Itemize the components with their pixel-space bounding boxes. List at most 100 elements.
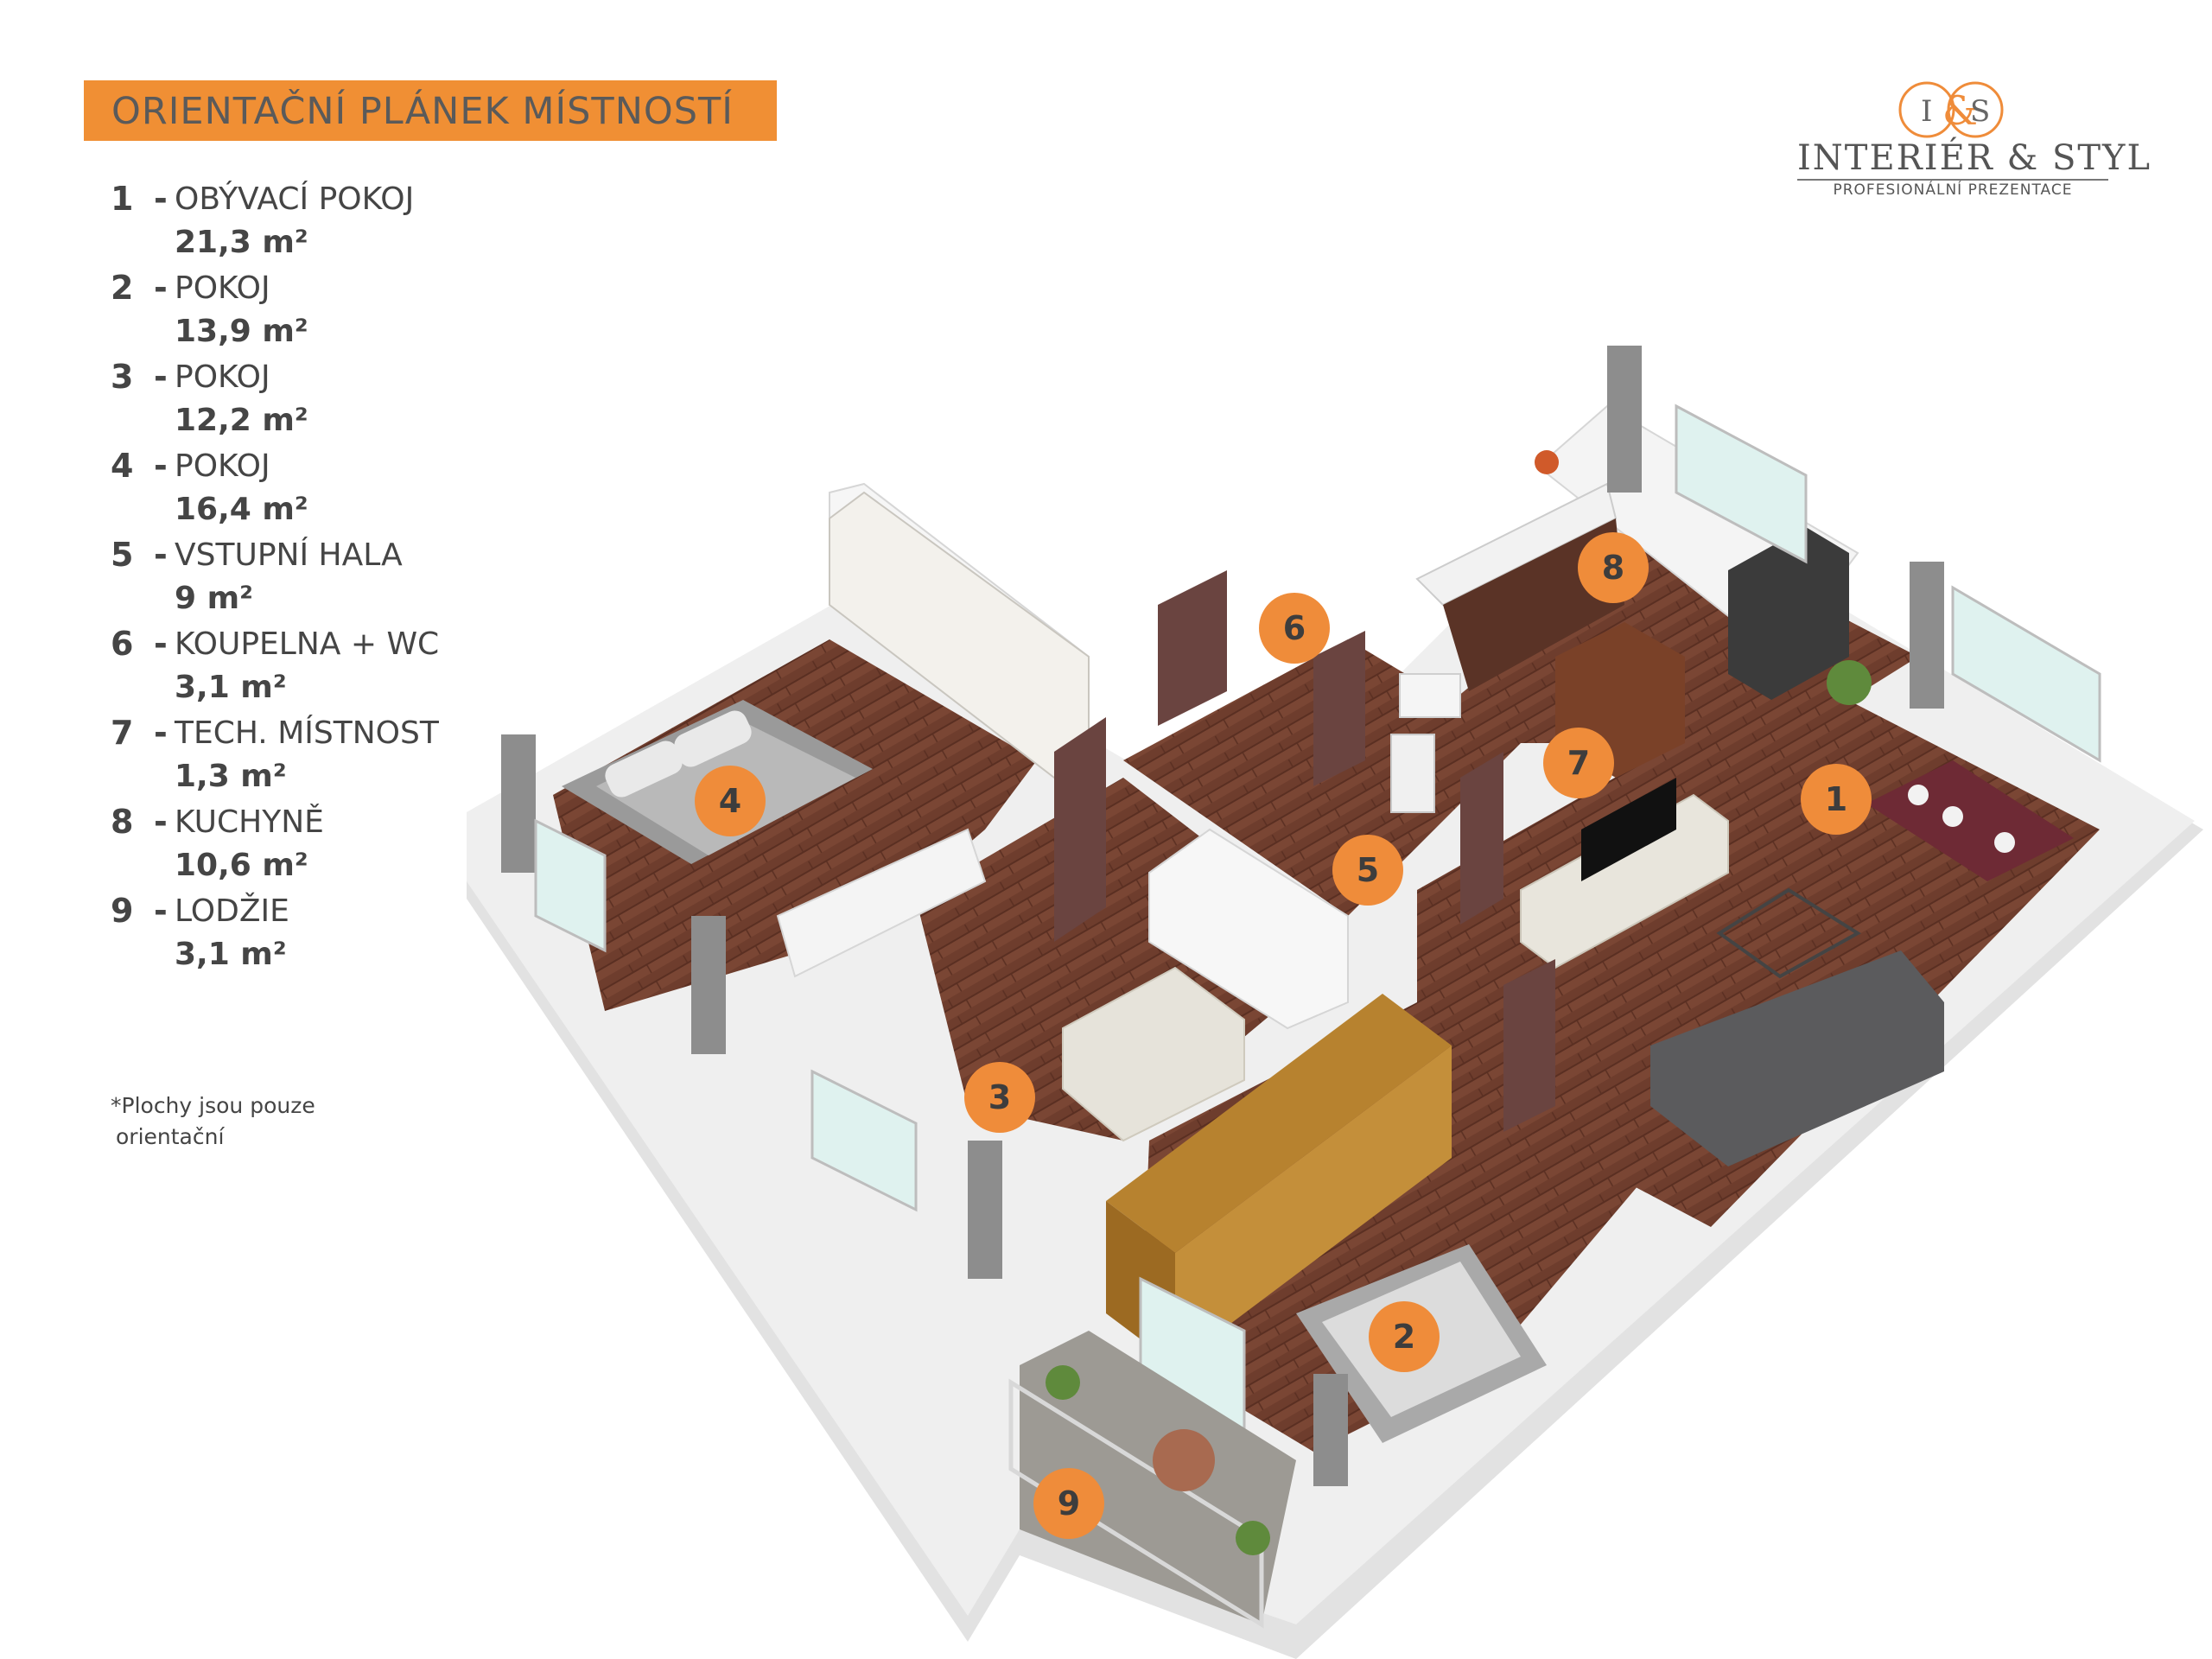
white-cabinet — [1148, 828, 1349, 1030]
logo-letter-s: S — [1970, 94, 1990, 129]
logo-ampersand: & — [1942, 87, 1978, 134]
legend-room-area: 3,1 m² — [175, 937, 287, 972]
title-banner: ORIENTAČNÍ PLÁNEK MÍSTNOSTÍ — [84, 80, 777, 141]
legend-dash: - — [154, 625, 168, 663]
legend-room-name: KUCHYNĚ — [175, 804, 324, 840]
plant — [1827, 660, 1872, 705]
plant — [1046, 1365, 1080, 1400]
legend-room-name: POKOJ — [175, 270, 270, 306]
legend-room-name: KOUPELNA + WC — [175, 626, 440, 662]
legend-dash: - — [154, 714, 168, 752]
legend-item: 4 - POKOJ 16,4 m² — [111, 447, 482, 536]
legend-dash: - — [154, 803, 168, 841]
room-marker-8: 8 — [1578, 532, 1649, 603]
legend-room-name: TECH. MÍSTNOST — [175, 715, 439, 751]
room-marker-2: 2 — [1369, 1301, 1440, 1372]
room-marker-4: 4 — [695, 766, 766, 836]
coffee-table — [1716, 887, 1861, 979]
window — [1675, 404, 1808, 564]
logo-monogram-icon: I & S — [1898, 81, 2004, 138]
page-title: ORIENTAČNÍ PLÁNEK MÍSTNOSTÍ — [111, 90, 734, 133]
legend-number: 3 — [111, 358, 134, 396]
plate — [1994, 832, 2015, 853]
pillow — [674, 710, 752, 767]
door — [1460, 752, 1503, 925]
legend-item: 1 - OBÝVACÍ POKOJ 21,3 m² — [111, 180, 482, 269]
area-footnote: *Plochy jsou pouze orientační — [111, 1090, 315, 1153]
tv-unit — [1520, 793, 1729, 969]
legend-number: 9 — [111, 892, 134, 930]
pillow — [605, 741, 683, 798]
legend-item: 7 - TECH. MÍSTNOST 1,3 m² — [111, 714, 482, 803]
room-marker-6: 6 — [1259, 593, 1330, 664]
legend-number: 8 — [111, 803, 134, 841]
legend-room-name: LODŽIE — [175, 893, 289, 929]
loggia-floor — [1020, 1331, 1296, 1624]
legend-dash: - — [154, 447, 168, 485]
wood-wardrobe — [1106, 994, 1452, 1253]
window — [1951, 585, 2101, 763]
company-logo: I & S INTERIÉR & STYL PROFESIONÁLNÍ PREZ… — [1797, 79, 2152, 209]
fridge — [1728, 527, 1849, 700]
legend-room-area: 21,3 m² — [175, 225, 308, 260]
legend-item: 6 - KOUPELNA + WC 3,1 m² — [111, 625, 482, 714]
bathroom-sink — [1399, 673, 1461, 718]
tv-screen — [1581, 778, 1676, 881]
door — [1313, 631, 1365, 786]
sofa — [1062, 966, 1245, 1142]
legend-room-name: POKOJ — [175, 448, 270, 484]
legend-room-name: VSTUPNÍ HALA — [175, 537, 403, 573]
door — [1054, 717, 1106, 942]
footnote-line: *Plochy jsou pouze — [111, 1093, 315, 1118]
wood-wardrobe-side — [1175, 1046, 1452, 1365]
legend-room-name: OBÝVACÍ POKOJ — [175, 181, 415, 217]
legend-number: 4 — [111, 447, 134, 485]
legend-room-name: POKOJ — [175, 359, 270, 395]
fruit-bowl — [1535, 450, 1559, 474]
legend-room-area: 10,6 m² — [175, 848, 308, 883]
legend-item: 3 - POKOJ 12,2 m² — [111, 358, 482, 447]
room-marker-7: 7 — [1543, 728, 1614, 798]
logo-name: INTERIÉR & STYL — [1797, 138, 2152, 178]
plant — [1236, 1521, 1270, 1555]
loggia-table — [1153, 1429, 1215, 1491]
room-marker-3: 3 — [964, 1062, 1035, 1133]
curtain — [1910, 562, 1944, 709]
logo-divider — [1797, 179, 2108, 181]
logo-subtitle: PROFESIONÁLNÍ PREZENTACE — [1833, 181, 2073, 199]
plate — [1942, 806, 1963, 827]
curtain — [1607, 346, 1642, 493]
door — [1158, 570, 1227, 726]
legend-dash: - — [154, 536, 168, 574]
legend-number: 6 — [111, 625, 134, 663]
plate — [1908, 785, 1929, 805]
room-marker-9: 9 — [1033, 1468, 1104, 1539]
footnote-line: orientační — [116, 1124, 225, 1149]
legend-room-area: 13,9 m² — [175, 314, 308, 349]
window — [810, 1069, 918, 1212]
legend-room-area: 3,1 m² — [175, 670, 287, 705]
door — [1503, 959, 1555, 1132]
sofa — [1650, 950, 1944, 1166]
legend-dash: - — [154, 892, 168, 930]
room-marker-5: 5 — [1332, 835, 1403, 906]
legend-room-area: 1,3 m² — [175, 759, 287, 794]
legend-number: 2 — [111, 269, 134, 307]
legend-room-area: 12,2 m² — [175, 403, 308, 438]
room-marker-1: 1 — [1801, 764, 1872, 835]
legend-number: 1 — [111, 180, 134, 218]
wall — [776, 828, 987, 978]
curtain — [968, 1141, 1002, 1279]
legend-item: 9 - LODŽIE 3,1 m² — [111, 892, 482, 981]
legend-item: 2 - POKOJ 13,9 m² — [111, 269, 482, 358]
legend-number: 5 — [111, 536, 134, 574]
legend-room-area: 16,4 m² — [175, 492, 308, 527]
legend-item: 8 - KUCHYNĚ 10,6 m² — [111, 803, 482, 892]
logo-letter-i: I — [1921, 94, 1932, 129]
curtain — [1313, 1374, 1348, 1486]
floor-wood — [553, 639, 1037, 1011]
room-legend: 1 - OBÝVACÍ POKOJ 21,3 m² 2 - POKOJ 13,9… — [111, 180, 482, 981]
legend-room-area: 9 m² — [175, 581, 253, 616]
legend-dash: - — [154, 358, 168, 396]
